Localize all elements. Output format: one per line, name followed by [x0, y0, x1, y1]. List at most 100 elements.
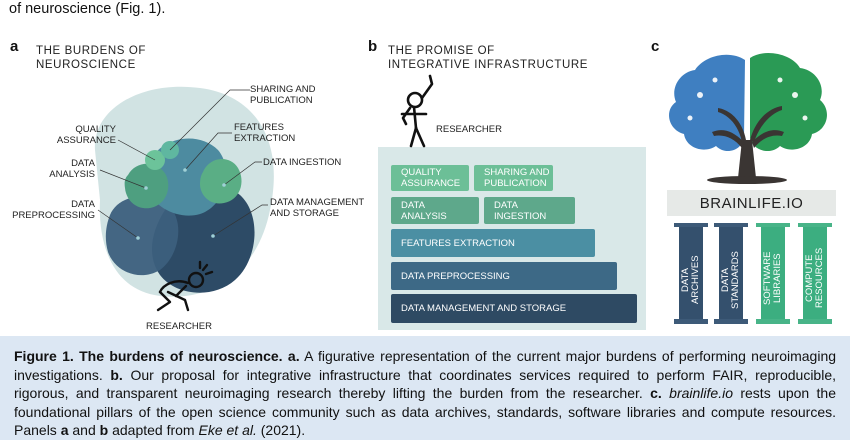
caption-brainlife-italic: brainlife.io — [669, 385, 733, 401]
pillar-compute-resources: COMPUTE RESOURCES — [803, 227, 827, 319]
leader-ingestion — [223, 161, 262, 186]
leader-quality — [117, 139, 156, 161]
label-management-line-2: AND STORAGE — [270, 208, 339, 219]
intro-text: of neuroscience (Fig. 1). — [9, 1, 166, 17]
leader-features — [184, 132, 232, 171]
caption-panel-a-ref: a — [60, 422, 69, 438]
pillar-3-line-2: LIBRARIES — [772, 253, 783, 303]
pillar-4-cap — [798, 223, 832, 227]
label-data-management: DATA MANAGEMENT AND STORAGE — [270, 197, 364, 219]
pillar-1-cap — [674, 223, 708, 227]
label-preprocessing-line-2: PREPROCESSING — [12, 210, 95, 221]
label-quality-line-1: QUALITY — [75, 124, 116, 135]
pillar-3-base — [756, 319, 790, 324]
label-features-line-2: EXTRACTION — [234, 133, 296, 144]
block-ingestion-line-2: INGESTION — [494, 210, 547, 222]
label-quality-line-2: ASSURANCE — [56, 135, 116, 146]
blob-data-analysis — [124, 163, 169, 209]
caption-a-text: A figurative representation of the curre… — [14, 348, 837, 383]
dot-analysis — [144, 186, 148, 190]
pillar-2-base — [714, 319, 748, 324]
dot-ingestion — [222, 183, 226, 187]
leader-preprocessing — [97, 209, 139, 239]
dot-preprocessing — [136, 236, 140, 240]
pillar-4-line-2: RESOURCES — [814, 247, 825, 309]
pillar-1-base — [674, 319, 708, 324]
panel-a-title-line-2: NEUROSCIENCE — [36, 59, 136, 71]
dot-features — [183, 168, 187, 172]
pillar-data-archives: DATA ARCHIVES — [679, 227, 703, 319]
label-features-extraction: FEATURES EXTRACTION — [234, 122, 295, 144]
label-data-analysis: DATA ANALYSIS — [40, 158, 95, 180]
figure-caption: Figure 1. The burdens of neuroscience. a… — [0, 336, 850, 440]
label-analysis-line-2: ANALYSIS — [49, 169, 95, 180]
leader-sharing — [169, 89, 250, 151]
pillar-software-libraries-label: SOFTWARE LIBRARIES — [762, 241, 783, 315]
label-researcher-b: RESEARCHER — [436, 124, 502, 135]
leader-analysis — [99, 169, 147, 189]
label-preprocessing-line-1: DATA — [71, 199, 95, 210]
label-features-line-1: FEATURES — [234, 122, 284, 133]
caption-b-text: Our proposal for integrative infrastruct… — [14, 366, 837, 402]
panel-b-title: THE PROMISE OF INTEGRATIVE INFRASTRUCTUR… — [388, 44, 588, 72]
caption-adapted: adapted from — [108, 422, 199, 438]
caption-and: and — [68, 422, 100, 438]
block-quality-line-2: ASSURANCE — [401, 178, 461, 189]
label-sharing-line-2: PUBLICATION — [250, 95, 313, 106]
pillar-3-cap — [756, 223, 790, 227]
caption-citation-link[interactable]: Eke et al. — [198, 422, 257, 438]
leader-management — [212, 204, 268, 237]
pillar-1-line-2: ARCHIVES — [690, 255, 701, 305]
tree-green-leaves — [750, 53, 827, 152]
label-quality-assurance: QUALITY ASSURANCE — [44, 124, 116, 146]
panel-a-letter: a — [10, 38, 19, 55]
block-data-management-storage: DATA MANAGEMENT AND STORAGE — [391, 294, 637, 323]
caption-figure-label: Figure 1. The burdens of neuroscience. — [14, 348, 283, 364]
label-analysis-line-1: DATA — [71, 158, 95, 169]
block-data-preprocessing: DATA PREPROCESSING — [391, 262, 617, 290]
block-sharing-line-2: PUBLICATION — [484, 178, 547, 189]
crouching-researcher-icon — [156, 260, 214, 312]
standing-researcher-icon — [400, 74, 434, 148]
panel-a-illustration — [94, 86, 274, 312]
caption-a-label: a. — [287, 348, 300, 364]
label-sharing-publication: SHARING AND PUBLICATION — [250, 84, 315, 106]
tree-trunk — [707, 106, 787, 184]
block-analysis-line-2: ANALYSIS — [401, 210, 447, 222]
brainlife-brand-bar: BRAINLIFE.IO — [667, 190, 836, 216]
pillar-4-base — [798, 319, 832, 324]
intro-text-line: of neuroscience (Fig. 1). — [9, 0, 165, 18]
panel-a-title-line-1: THE BURDENS OF — [36, 45, 146, 57]
caption-b-label: b. — [110, 366, 123, 383]
caption-c-text: rests upon the foundational pillars of t… — [14, 385, 837, 438]
label-data-ingestion: DATA INGESTION — [263, 157, 342, 168]
label-sharing-line-1: SHARING AND — [250, 84, 316, 95]
caption-c-label: c. — [650, 385, 662, 401]
label-management-line-1: DATA MANAGEMENT — [270, 197, 365, 208]
pillar-2-cap — [714, 223, 748, 227]
caption-panel-b-ref: b — [99, 422, 109, 438]
brainlife-tree-logo — [669, 53, 827, 184]
pillar-data-archives-label: DATA ARCHIVES — [680, 245, 701, 315]
label-researcher-a: RESEARCHER — [146, 321, 212, 332]
tree-blue-leaves — [669, 54, 745, 152]
block-analysis-line-1: DATA — [401, 199, 425, 211]
pillar-2-line-2: STANDARDS — [730, 251, 741, 309]
pillar-software-libraries: SOFTWARE LIBRARIES — [761, 227, 785, 319]
blob-data-preprocessing — [105, 196, 179, 276]
block-sharing-line-1: SHARING AND — [484, 167, 550, 178]
blob-data-ingestion — [200, 159, 242, 204]
panel-b-title-line-2: INTEGRATIVE INFRASTRUCTURE — [388, 59, 589, 71]
standing-researcher-svg — [400, 74, 434, 148]
block-quality-line-1: QUALITY — [401, 167, 442, 178]
block-features-extraction: FEATURES EXTRACTION — [391, 229, 595, 257]
caption-year: (2021). — [256, 422, 306, 438]
panel-a-title: THE BURDENS OF NEUROSCIENCE — [36, 44, 146, 72]
label-data-preprocessing: DATA PREPROCESSING — [0, 199, 95, 221]
dot-management — [211, 234, 215, 238]
block-ingestion-line-1: DATA — [494, 199, 518, 211]
